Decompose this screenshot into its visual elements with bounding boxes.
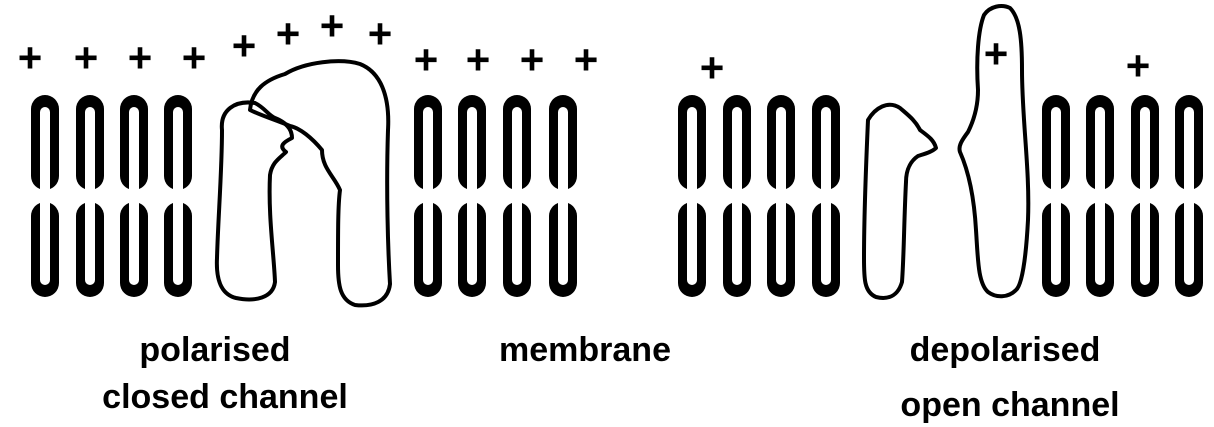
lipid-upper-12: [812, 95, 840, 200]
lipid-lower-11: [767, 192, 795, 297]
plus-charge-13: +: [700, 44, 725, 91]
lipid-upper-4: [164, 95, 192, 200]
lipid-upper-14: [1086, 95, 1114, 200]
lipid-lower-14: [1086, 192, 1114, 297]
lipid-lower-10: [723, 192, 751, 297]
depolarised-label: depolarised: [909, 331, 1101, 369]
plus-charge-8: +: [368, 10, 393, 57]
open-channel: [862, 4, 1031, 300]
lipid-lower-3: [120, 192, 148, 297]
closed-channel: [214, 59, 392, 308]
plus-charge-3: +: [128, 34, 153, 81]
lipid-upper-7: [503, 95, 531, 200]
lipid-lower-13: [1042, 192, 1070, 297]
lipid-upper-9: [678, 95, 706, 200]
plus-charge-6: +: [276, 10, 301, 57]
plus-charge-2: +: [74, 34, 99, 81]
plus-charge-7: +: [320, 2, 345, 49]
lipid-upper-5: [414, 95, 442, 200]
plus-charge-11: +: [520, 36, 545, 83]
lipid-upper-2: [76, 95, 104, 200]
plus-charge-4: +: [182, 34, 207, 81]
lipid-lower-2: [76, 192, 104, 297]
lipid-upper-11: [767, 95, 795, 200]
membrane-label: membrane: [499, 331, 671, 369]
lipid-lower-1: [31, 192, 59, 297]
lipid-lower-6: [458, 192, 486, 297]
open-channel-right-subunit: [957, 4, 1031, 299]
plus-charge-10: +: [466, 36, 491, 83]
lipid-bilayer: [31, 95, 1203, 297]
lipid-upper-13: [1042, 95, 1070, 200]
lipid-lower-4: [164, 192, 192, 297]
lipid-upper-8: [549, 95, 577, 200]
lipid-upper-1: [31, 95, 59, 200]
plus-charge-12: +: [574, 36, 599, 83]
plus-charge-1: +: [18, 34, 43, 81]
lipid-upper-15: [1131, 95, 1159, 200]
lipid-lower-9: [678, 192, 706, 297]
lipid-lower-15: [1131, 192, 1159, 297]
plus-charge-9: +: [414, 36, 439, 83]
lipid-upper-6: [458, 95, 486, 200]
lipid-lower-5: [414, 192, 442, 297]
lipid-upper-3: [120, 95, 148, 200]
polarised-label: polarised: [139, 331, 291, 369]
plus-charge-5: +: [232, 22, 257, 69]
lipid-lower-12: [812, 192, 840, 297]
lipid-lower-16: [1175, 192, 1203, 297]
positive-charges: + + + + + + + + + + + + + + +: [18, 2, 1151, 91]
closed-channel-label: closed channel: [102, 378, 348, 416]
plus-charge-15: +: [1126, 42, 1151, 89]
closed-channel-left-subunit: [214, 100, 294, 302]
lipid-lower-7: [503, 192, 531, 297]
open-channel-label: open channel: [900, 386, 1120, 424]
lipid-upper-16: [1175, 95, 1203, 200]
lipid-upper-10: [723, 95, 751, 200]
open-channel-left-subunit: [862, 102, 938, 300]
lipid-lower-8: [549, 192, 577, 297]
closed-channel-bridge-subunit: [248, 59, 392, 308]
plus-charge-14: +: [984, 30, 1009, 77]
